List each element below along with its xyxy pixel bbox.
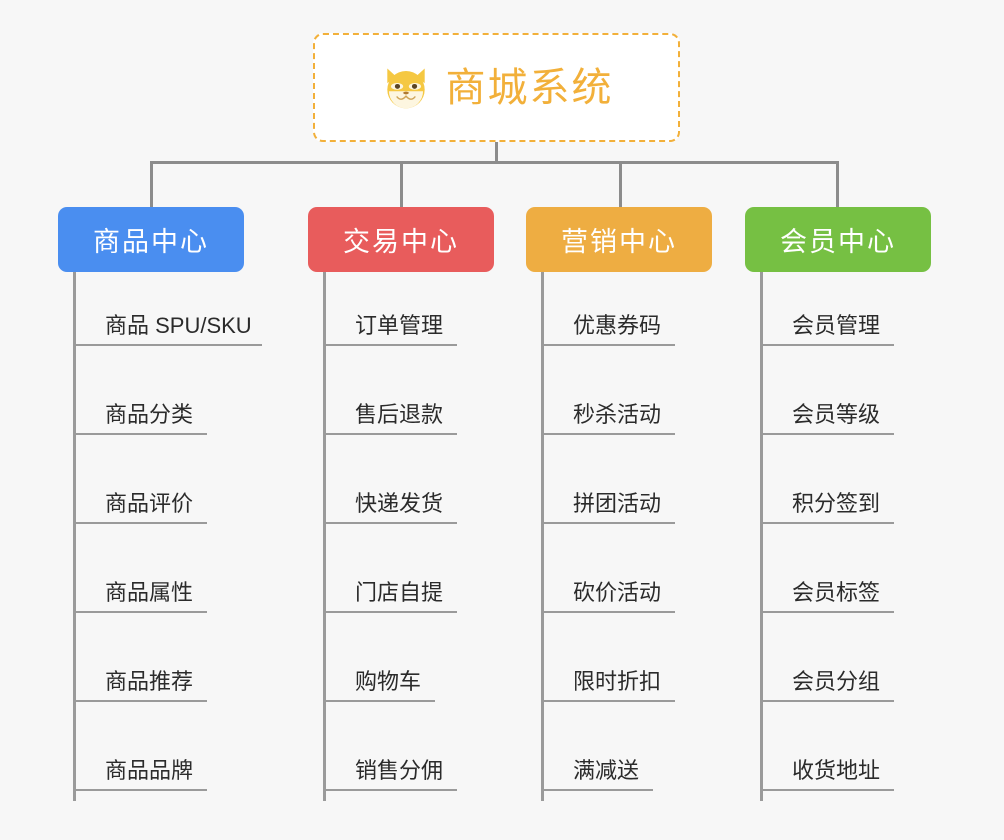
leaf-item-label: 订单管理 xyxy=(355,313,444,338)
leaf-item[interactable]: 收货地址 xyxy=(760,758,894,792)
leaf-item-underline xyxy=(760,344,894,347)
leaf-column-rail xyxy=(323,272,326,801)
leaf-column-rail xyxy=(73,272,76,801)
leaf-item[interactable]: 商品推荐 xyxy=(73,669,207,703)
leaf-item-label: 秒杀活动 xyxy=(573,402,662,427)
leaf-item[interactable]: 会员管理 xyxy=(760,313,894,347)
leaf-item[interactable]: 销售分佣 xyxy=(323,758,457,792)
leaf-item[interactable]: 优惠券码 xyxy=(541,313,675,347)
leaf-item-underline xyxy=(541,789,653,792)
leaf-item[interactable]: 会员标签 xyxy=(760,580,894,614)
root-node[interactable]: 商城系统 xyxy=(313,33,680,142)
leaf-item-underline xyxy=(73,611,207,614)
leaf-item-underline xyxy=(323,344,457,347)
leaf-column-rail xyxy=(541,272,544,801)
leaf-item-label: 商品分类 xyxy=(105,402,194,427)
category-label: 交易中心 xyxy=(343,227,459,257)
leaf-item[interactable]: 满减送 xyxy=(541,758,653,792)
leaf-item[interactable]: 订单管理 xyxy=(323,313,457,347)
leaf-item[interactable]: 商品属性 xyxy=(73,580,207,614)
connector-drop-member-center xyxy=(836,161,839,207)
connector-drop-product-center xyxy=(150,161,153,207)
leaf-item[interactable]: 售后退款 xyxy=(323,402,457,436)
leaf-item-label: 销售分佣 xyxy=(355,758,444,783)
category-box-trade-center[interactable]: 交易中心 xyxy=(308,207,494,272)
leaf-item-underline xyxy=(541,611,675,614)
leaf-item-label: 优惠券码 xyxy=(573,313,662,338)
category-box-product-center[interactable]: 商品中心 xyxy=(58,207,244,272)
leaf-item-underline xyxy=(73,789,207,792)
category-box-marketing-center[interactable]: 营销中心 xyxy=(526,207,712,272)
category-box-member-center[interactable]: 会员中心 xyxy=(745,207,931,272)
leaf-item-label: 商品 SPU/SKU xyxy=(105,313,252,338)
leaf-item-label: 会员标签 xyxy=(792,580,881,605)
leaf-item[interactable]: 购物车 xyxy=(323,669,435,703)
leaf-item-underline xyxy=(760,611,894,614)
leaf-item-label: 限时折扣 xyxy=(573,669,662,694)
leaf-item[interactable]: 拼团活动 xyxy=(541,491,675,525)
shiba-dog-face-icon xyxy=(386,68,425,112)
leaf-item-label: 售后退款 xyxy=(355,402,444,427)
leaf-item[interactable]: 商品分类 xyxy=(73,402,207,436)
leaf-item[interactable]: 门店自提 xyxy=(323,580,457,614)
leaf-item[interactable]: 商品品牌 xyxy=(73,758,207,792)
leaf-item-underline xyxy=(323,522,457,525)
leaf-item[interactable]: 会员分组 xyxy=(760,669,894,703)
leaf-item-label: 商品推荐 xyxy=(105,669,194,694)
leaf-item-label: 商品属性 xyxy=(105,580,194,605)
leaf-item-underline xyxy=(760,522,894,525)
leaf-item[interactable]: 秒杀活动 xyxy=(541,402,675,436)
leaf-item-label: 购物车 xyxy=(355,669,422,694)
leaf-item[interactable]: 快递发货 xyxy=(323,491,457,525)
leaf-item-underline xyxy=(541,344,675,347)
leaf-item-label: 会员分组 xyxy=(792,669,881,694)
connector-horizontal-bus xyxy=(150,161,839,164)
leaf-item-underline xyxy=(73,700,207,703)
leaf-item-underline xyxy=(541,522,675,525)
leaf-item-underline xyxy=(73,344,262,347)
leaf-column-rail xyxy=(760,272,763,801)
leaf-item[interactable]: 会员等级 xyxy=(760,402,894,436)
leaf-item-underline xyxy=(541,700,675,703)
leaf-item-label: 快递发货 xyxy=(355,491,444,516)
leaf-item-label: 商品品牌 xyxy=(105,758,194,783)
leaf-item-underline xyxy=(760,433,894,436)
leaf-item-label: 收货地址 xyxy=(792,758,881,783)
leaf-item-underline xyxy=(323,700,435,703)
leaf-item-underline xyxy=(73,522,207,525)
leaf-item-label: 商品评价 xyxy=(105,491,194,516)
leaf-item-label: 砍价活动 xyxy=(573,580,662,605)
leaf-item-label: 拼团活动 xyxy=(573,491,662,516)
leaf-item-underline xyxy=(760,789,894,792)
leaf-item-label: 积分签到 xyxy=(792,491,881,516)
root-label: 商城系统 xyxy=(445,65,614,110)
connector-drop-marketing-center xyxy=(619,161,622,207)
leaf-item[interactable]: 商品 SPU/SKU xyxy=(73,313,262,347)
connector-root-stem xyxy=(495,142,498,164)
category-label: 营销中心 xyxy=(561,227,677,257)
leaf-item-label: 会员等级 xyxy=(792,402,881,427)
leaf-item-underline xyxy=(323,789,457,792)
leaf-item-underline xyxy=(73,433,207,436)
leaf-item-underline xyxy=(760,700,894,703)
leaf-item-underline xyxy=(323,433,457,436)
connector-drop-trade-center xyxy=(400,161,403,207)
leaf-item[interactable]: 积分签到 xyxy=(760,491,894,525)
category-label: 会员中心 xyxy=(780,227,896,257)
leaf-item[interactable]: 限时折扣 xyxy=(541,669,675,703)
leaf-item[interactable]: 砍价活动 xyxy=(541,580,675,614)
leaf-item-label: 满减送 xyxy=(573,758,640,783)
leaf-item-label: 会员管理 xyxy=(792,313,881,338)
category-label: 商品中心 xyxy=(93,227,209,257)
leaf-item-label: 门店自提 xyxy=(355,580,444,605)
leaf-item-underline xyxy=(323,611,457,614)
leaf-item-underline xyxy=(541,433,675,436)
leaf-item[interactable]: 商品评价 xyxy=(73,491,207,525)
